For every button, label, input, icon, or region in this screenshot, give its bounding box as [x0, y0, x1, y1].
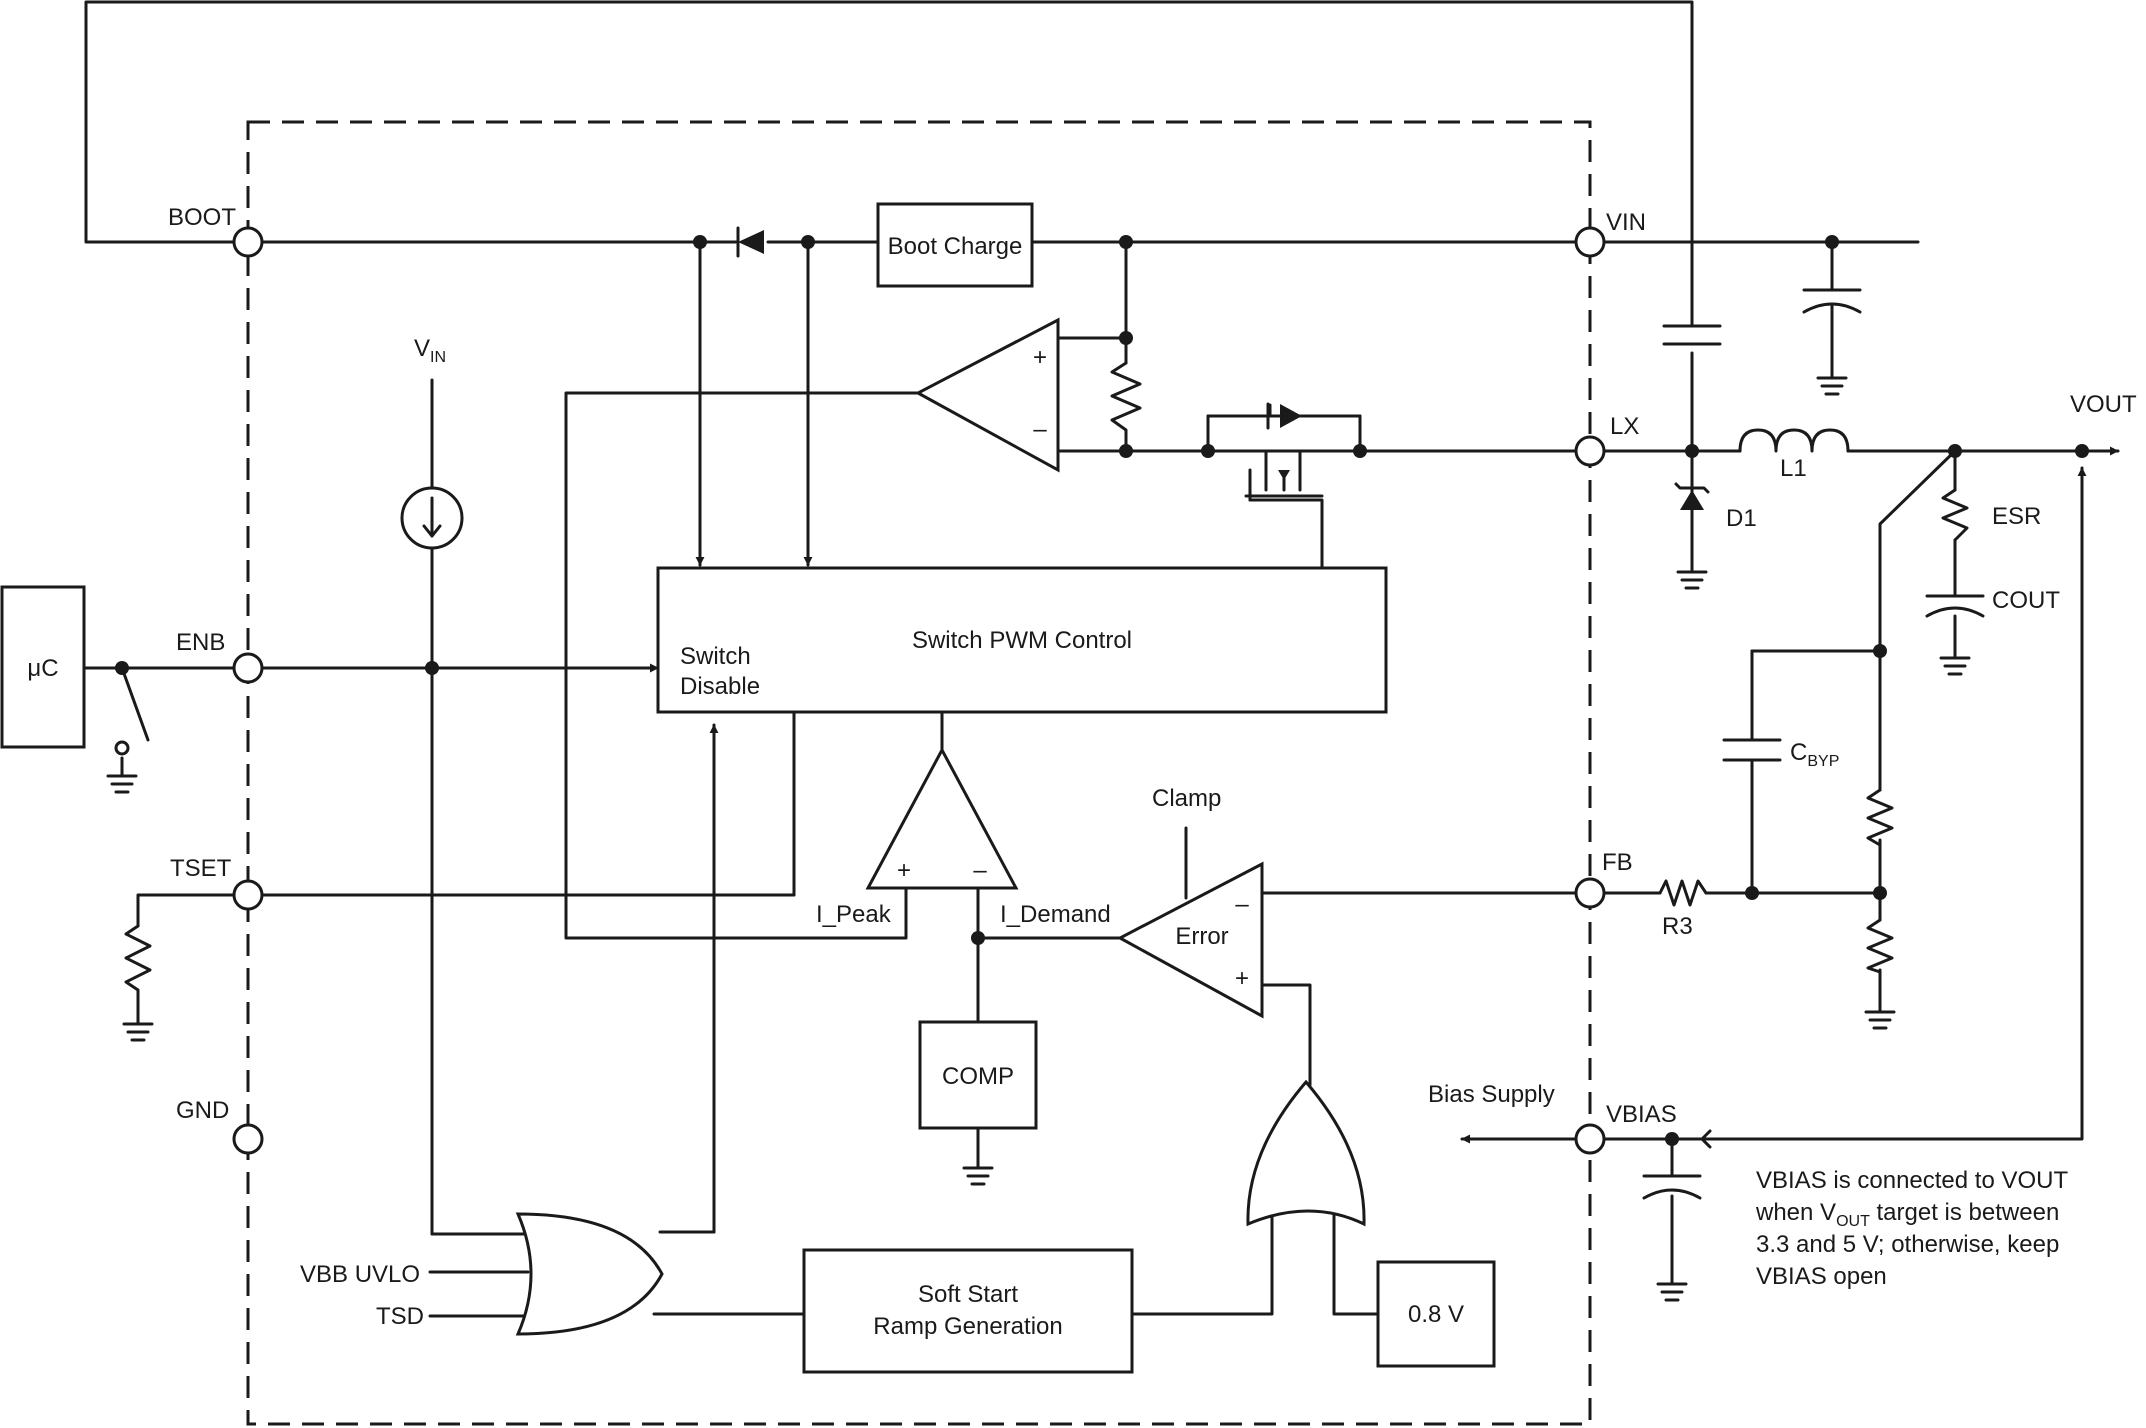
cbyp-label: CBYP: [1790, 739, 1839, 770]
pin-tset-label: TSET: [170, 855, 232, 882]
pwm-control-label: Switch PWM Control: [912, 627, 1132, 654]
d1-diode: [1674, 482, 1710, 510]
pin-vbias: [1574, 1123, 1606, 1155]
ground-icon: [122, 1022, 154, 1042]
sense-minus: –: [1033, 416, 1047, 443]
l1-inductor: [1738, 428, 1850, 453]
error-amplifier: Error – +: [1116, 861, 1264, 1019]
note-line-3: 3.3 and 5 V; otherwise, keep: [1756, 1231, 2059, 1258]
d1-label: D1: [1726, 505, 1757, 532]
divider-upper-resistor: [1866, 788, 1894, 847]
vin-current-source: VIN: [400, 335, 464, 550]
pin-lx-label: LX: [1610, 413, 1639, 440]
pin-gnd-label: GND: [176, 1097, 229, 1124]
ground-icon: [1816, 376, 1848, 396]
vbias-note: VBIAS is connected to VOUT when VOUT tar…: [1755, 1167, 2068, 1290]
high-side-mosfet: [1206, 402, 1362, 502]
note-line-1: VBIAS is connected to VOUT: [1756, 1167, 2068, 1194]
junction-dots: [115, 235, 2089, 1146]
ground-icon: [1656, 1282, 1688, 1302]
error-minus: –: [1235, 891, 1249, 918]
pin-fb: [1574, 877, 1606, 909]
soft-start-block: Soft Start Ramp Generation: [802, 1248, 1134, 1374]
cout-label: COUT: [1992, 587, 2060, 614]
boot-diode: [736, 226, 764, 258]
fault-or-gate: [515, 1212, 664, 1336]
esr-label: ESR: [1992, 503, 2041, 530]
vout-label: VOUT: [2070, 391, 2137, 418]
clamp-label: Clamp: [1152, 785, 1221, 812]
sense-comparator: + –: [914, 317, 1060, 473]
soft-start-label-2: Ramp Generation: [873, 1313, 1062, 1340]
cbyp-capacitor: [1722, 738, 1782, 762]
comp-label: COMP: [942, 1063, 1014, 1090]
pins: [232, 226, 1606, 1155]
pin-enb: [232, 652, 264, 684]
note-line-2: when VOUT target is between: [1755, 1199, 2059, 1230]
boot-charge-block: Boot Charge: [876, 202, 1034, 288]
vin-source-label: VIN: [414, 335, 446, 366]
ramp-or-gate: [1246, 1079, 1366, 1227]
ground-symbols: [106, 376, 1971, 1302]
comp-block: COMP: [918, 1020, 1038, 1130]
ic-boundary: [246, 120, 1592, 1426]
current-amplifier: + –: [865, 746, 1019, 890]
tset-resistor: [124, 924, 152, 998]
reference-voltage-block: 0.8 V: [1376, 1260, 1496, 1368]
enb-switch-contact: [114, 740, 130, 756]
switch-disable-label-2: Disable: [680, 673, 760, 700]
current-amp-plus: +: [897, 857, 911, 884]
ground-icon: [1864, 1010, 1896, 1030]
boot-charge-label: Boot Charge: [888, 233, 1023, 260]
bias-supply-label: Bias Supply: [1428, 1081, 1555, 1108]
pin-boot: [232, 226, 264, 258]
error-plus: +: [1235, 965, 1249, 992]
pin-enb-label: ENB: [176, 629, 225, 656]
ground-icon: [1676, 558, 1708, 590]
sense-resistor: [1110, 361, 1142, 453]
divider-lower-resistor: [1866, 918, 1894, 974]
sense-plus: +: [1033, 344, 1047, 371]
esr-resistor: [1941, 488, 1969, 542]
pin-vin: [1574, 226, 1606, 258]
pin-vbias-label: VBIAS: [1606, 1101, 1677, 1128]
cout-capacitor: [1925, 594, 1985, 618]
pin-fb-label: FB: [1602, 849, 1633, 876]
pin-vin-label: VIN: [1606, 209, 1646, 236]
mcu-label: μC: [27, 655, 58, 682]
pin-tset: [232, 879, 264, 911]
vbb-uvlo-label: VBB UVLO: [300, 1261, 420, 1288]
current-amp-minus: –: [973, 857, 987, 884]
pin-gnd: [232, 1123, 264, 1155]
r3-resistor: [1658, 879, 1708, 907]
pin-boot-label: BOOT: [168, 204, 236, 231]
error-label: Error: [1175, 923, 1228, 950]
ground-icon: [962, 1166, 994, 1186]
i-peak-label: I_Peak: [816, 901, 892, 928]
note-line-4: VBIAS open: [1756, 1263, 1887, 1290]
ground-icon: [106, 774, 138, 794]
switch-pwm-control-block: Switch PWM Control Switch Disable: [656, 566, 1388, 714]
switch-disable-label-1: Switch: [680, 643, 751, 670]
ref-voltage-label: 0.8 V: [1408, 1301, 1464, 1328]
i-demand-label: I_Demand: [1000, 901, 1111, 928]
vin-capacitor: [1802, 288, 1862, 314]
l1-label: L1: [1780, 455, 1807, 482]
microcontroller: μC: [0, 585, 86, 749]
ground-icon: [1939, 656, 1971, 676]
vbias-capacitor: [1642, 1174, 1702, 1200]
r3-label: R3: [1662, 913, 1693, 940]
tsd-label: TSD: [376, 1303, 424, 1330]
pin-lx: [1574, 435, 1606, 467]
boot-capacitor: [1662, 314, 1722, 346]
soft-start-label-1: Soft Start: [918, 1281, 1018, 1308]
